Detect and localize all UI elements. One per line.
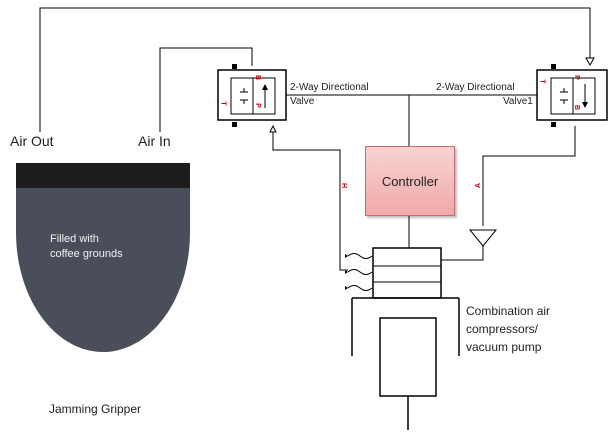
gripper-fill-label-1: Filled with — [50, 233, 99, 245]
jamming-gripper-label: Jamming Gripper — [49, 402, 142, 416]
valve-right-port-p: P — [572, 75, 580, 80]
valve-right-label-1: 2-Way Directional — [436, 82, 515, 93]
valve-left-port-p: P — [253, 103, 261, 108]
valve-left-label-1: 2-Way Directional — [290, 82, 369, 93]
air-out-label: Air Out — [10, 133, 54, 149]
muffler-icon — [468, 229, 498, 247]
jamming-gripper — [16, 163, 190, 352]
valve-right-port-b: B — [573, 104, 581, 111]
port-h-label: H — [340, 182, 348, 189]
air-in-line — [159, 47, 253, 132]
gripper-bag — [16, 187, 190, 352]
valve-left-icon — [217, 64, 287, 127]
port-a-label: A — [475, 182, 483, 189]
check-valve-icon — [269, 124, 277, 133]
gripper-fill-label-2: coffee grounds — [50, 248, 123, 260]
flow-arrow-icon — [585, 57, 595, 67]
controller-label: Controller — [381, 173, 439, 189]
compressor-label-1: Combination air — [466, 304, 551, 318]
valve-right-label-2: Valve1 — [503, 96, 533, 107]
valve-left-port-b: B — [254, 74, 262, 81]
compressor-label-3: vacuum pump — [466, 340, 542, 354]
valve-left-port-t: T — [219, 101, 227, 106]
compressor-label-2: compressors/ — [466, 322, 539, 336]
air-in-label: Air In — [138, 133, 171, 149]
gripper-band — [16, 163, 190, 188]
h-line — [272, 132, 348, 271]
valve-right-icon — [536, 64, 608, 127]
a-line-lower — [441, 246, 484, 261]
compressor-pump — [345, 247, 460, 430]
controller-block: Controller — [365, 146, 455, 216]
air-out-line — [39, 7, 591, 132]
valve-right-port-t: T — [538, 79, 546, 84]
a-line — [482, 126, 576, 226]
valve-left-label-2: Valve — [290, 96, 315, 107]
